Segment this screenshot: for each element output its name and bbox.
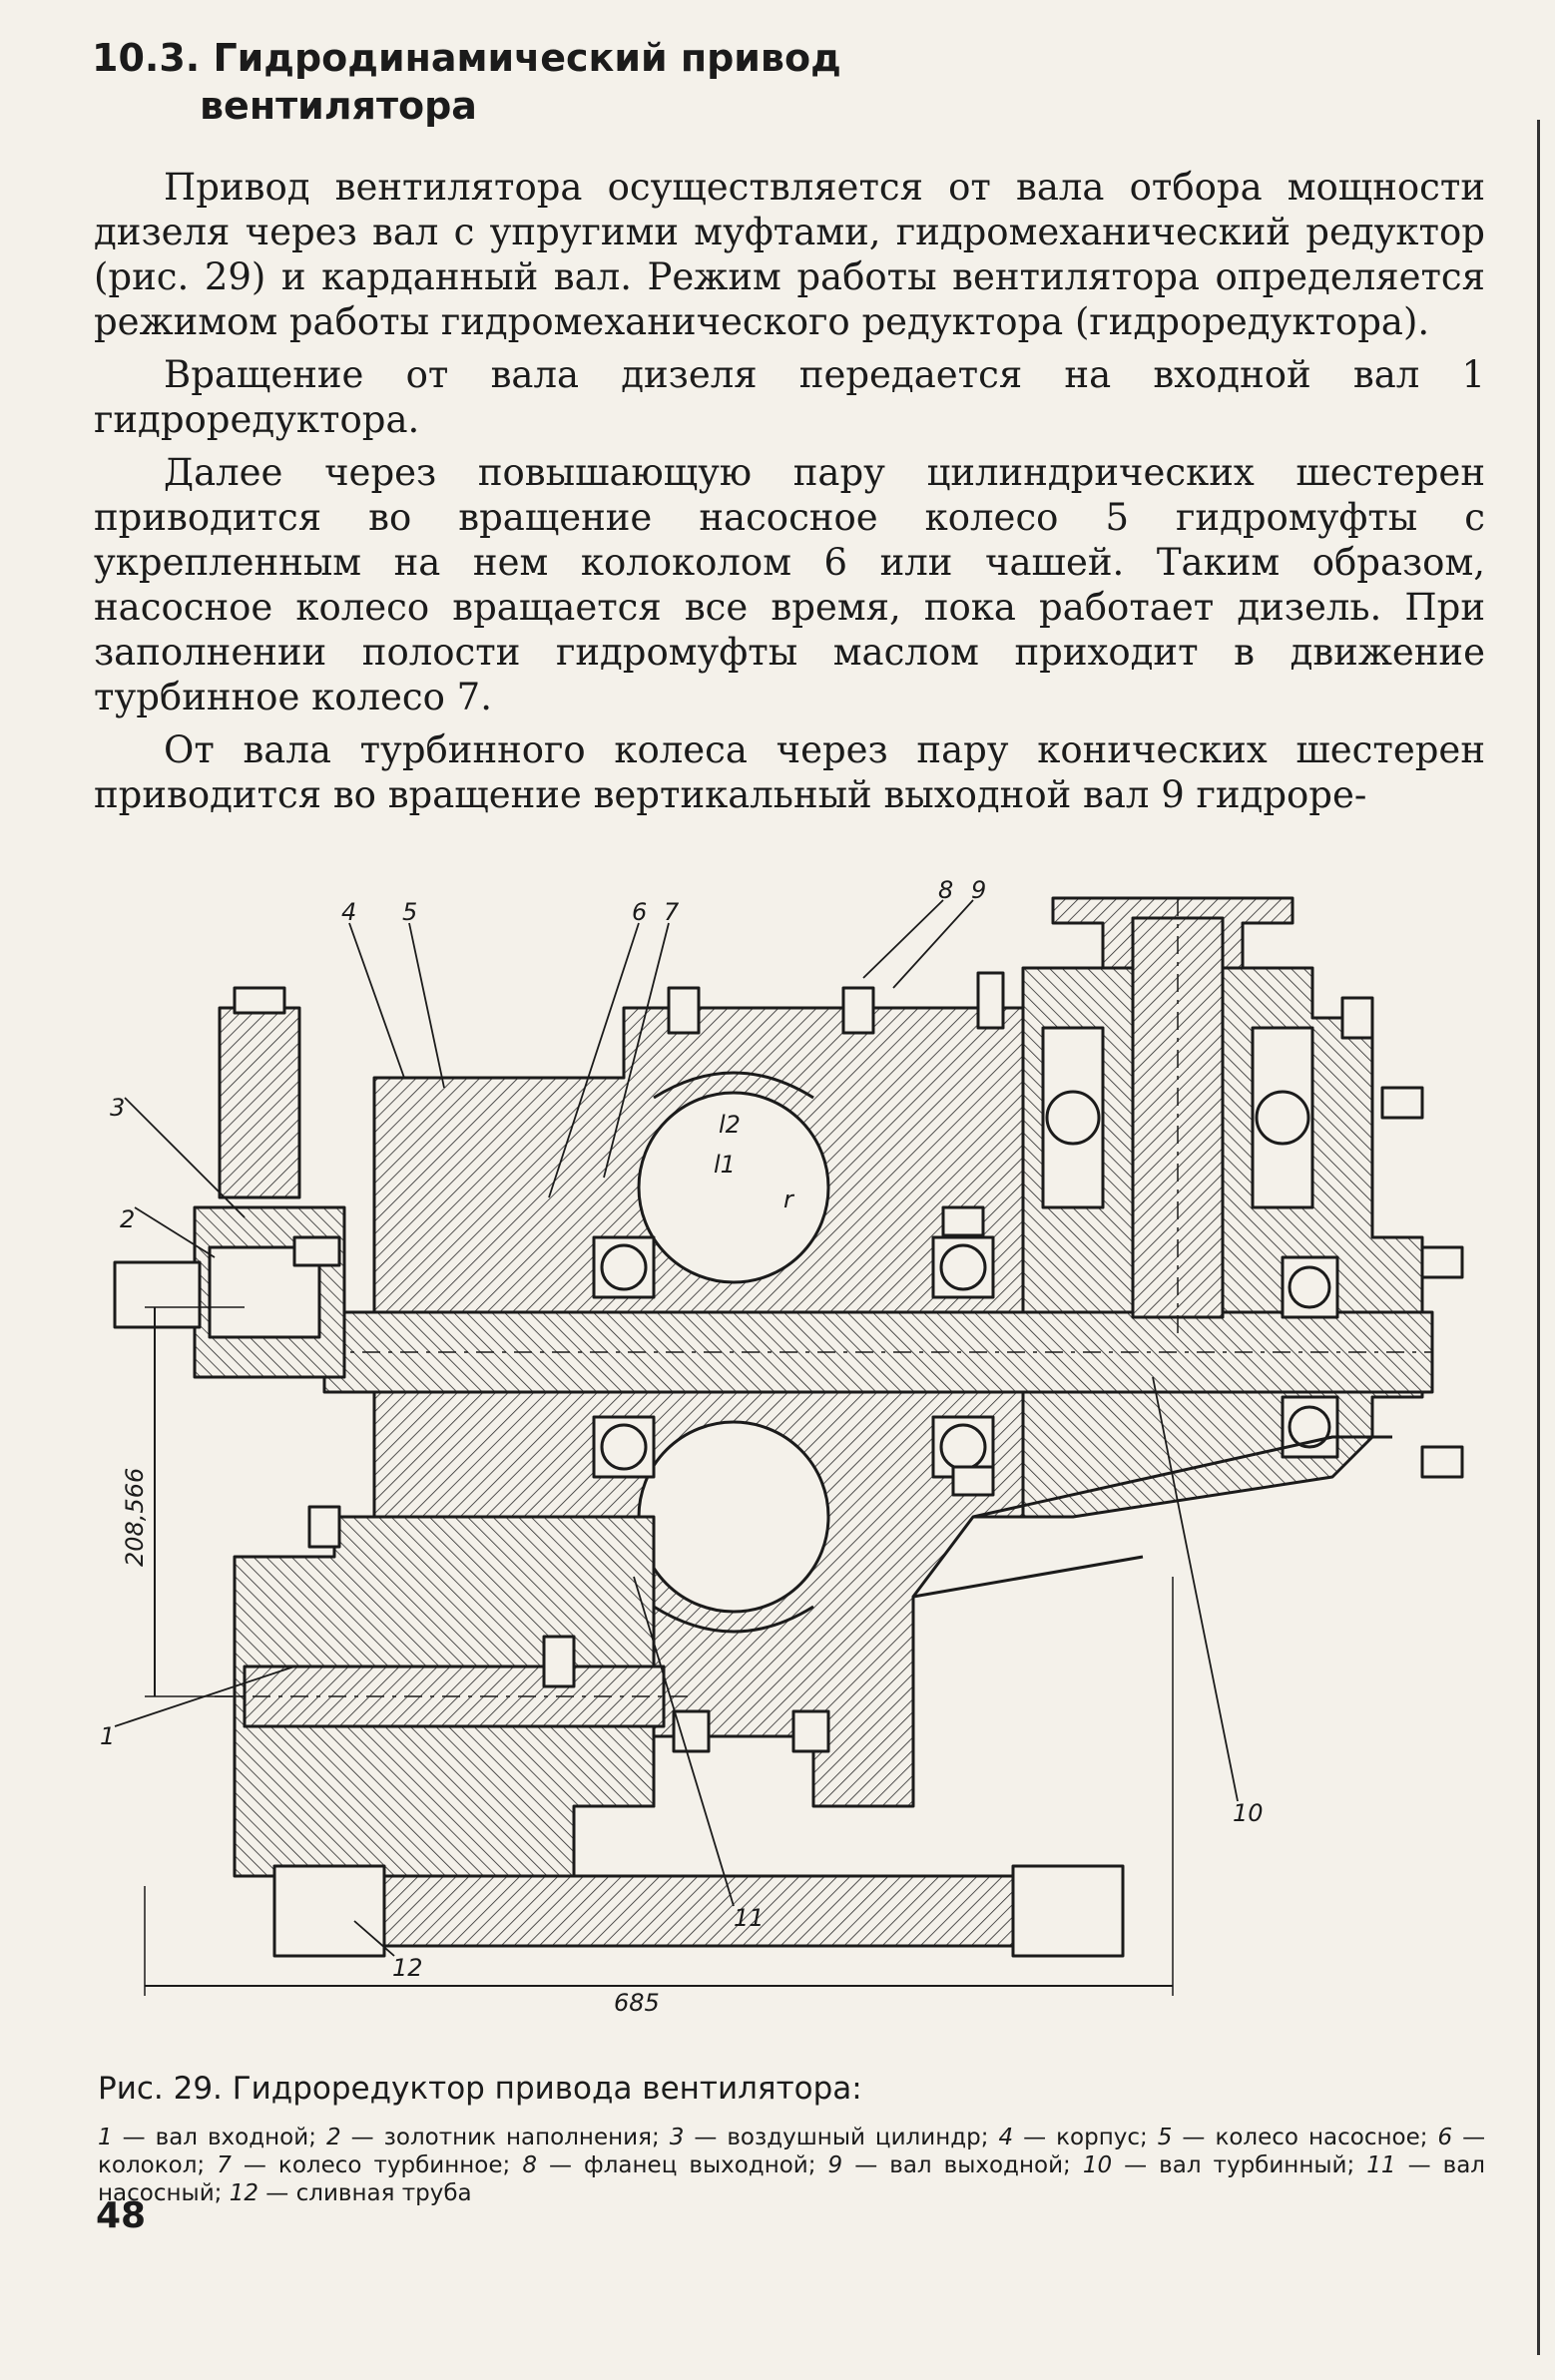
cross-section-drawing: 3 2 4 5 6 7 8 9 1 11 10 12 685 208,566 l… xyxy=(100,876,1464,2017)
legend-item: 11 — вал насосный; xyxy=(98,2152,1485,2206)
label-l1: l1 xyxy=(714,1151,736,1179)
callout-8: 8 xyxy=(938,878,953,904)
callout-7: 7 xyxy=(664,898,680,926)
callout-6: 6 xyxy=(632,898,647,926)
section-title-line2: вентилятора xyxy=(200,84,477,128)
dimension-horizontal: 685 xyxy=(614,1989,660,2017)
legend-item: 4 — корпус; xyxy=(998,2125,1148,2150)
callout-2: 2 xyxy=(120,1205,135,1233)
callout-4: 4 xyxy=(341,898,356,926)
paragraph: Вращение от вала дизеля передается на вх… xyxy=(94,353,1485,441)
label-r: r xyxy=(783,1186,795,1213)
callout-12: 12 xyxy=(392,1954,423,1982)
callout-10: 10 xyxy=(1233,1799,1264,1827)
callout-3: 3 xyxy=(110,1094,125,1122)
paragraph: Далее через повышающую пару цилиндрическ… xyxy=(94,451,1485,718)
legend-item: 1 — вал входной; xyxy=(98,2125,316,2150)
legend-item: 8 — фланец выходной; xyxy=(522,2152,816,2178)
dimension-vertical: 208,566 xyxy=(121,1468,149,1567)
figure-legend: 1 — вал входной; 2 — золотник наполнения… xyxy=(98,2124,1485,2207)
callout-5: 5 xyxy=(402,898,417,926)
paragraph: От вала турбинного колеса через пару кон… xyxy=(94,728,1485,816)
legend-item: 2 — золотник наполнения; xyxy=(325,2125,660,2150)
figure-caption: Рис. 29. Гидроредуктор привода вентилято… xyxy=(98,2071,862,2107)
section-heading: 10.3. Гидродинамический привод вентилято… xyxy=(92,34,910,130)
technical-drawing: 3 2 4 5 6 7 8 9 1 11 10 12 685 208,566 l… xyxy=(95,876,1482,2066)
label-l2: l2 xyxy=(719,1111,741,1139)
page-number: 48 xyxy=(96,2195,147,2236)
legend-item: 10 — вал турбинный; xyxy=(1082,2152,1355,2178)
paragraph: Привод вентилятора осуществляется от вал… xyxy=(94,166,1485,343)
page-edge-line xyxy=(1537,120,1540,2355)
callout-9: 9 xyxy=(971,878,986,904)
section-title-line1: Гидродинамический привод xyxy=(213,36,841,80)
legend-item: 12 — сливная труба xyxy=(229,2180,472,2206)
body-text: Привод вентилятора осуществляется от вал… xyxy=(94,165,1485,825)
legend-item: 7 — колесо турбинное; xyxy=(217,2152,511,2178)
section-number: 10.3. xyxy=(92,36,201,80)
legend-item: 5 — колесо насосное; xyxy=(1157,2125,1428,2150)
callout-1: 1 xyxy=(100,1722,115,1750)
legend-item: 9 — вал выходной; xyxy=(827,2152,1071,2178)
callout-11: 11 xyxy=(734,1904,765,1932)
legend-item: 6 — колокол; xyxy=(98,2125,1486,2178)
legend-item: 3 — воздушный цилиндр; xyxy=(669,2125,989,2150)
